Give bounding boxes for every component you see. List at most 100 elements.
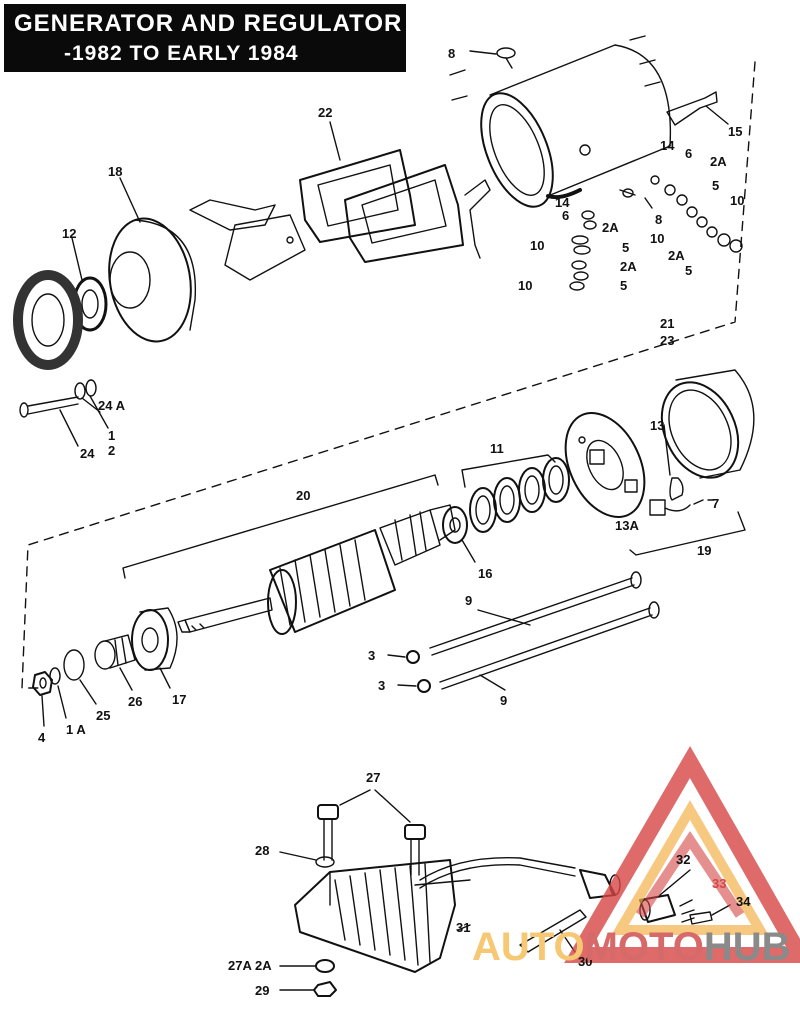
small-hardware-part [569,175,743,291]
dash-mark [644,81,661,87]
callout-3-lower: 3 [378,678,385,693]
title-line-1: GENERATOR AND REGULATOR [14,10,403,37]
callout-2: 2 [108,443,115,458]
callout-10-left: 10 [530,238,544,253]
dash-mark [449,69,466,76]
washer-3-part [406,650,420,664]
gasket-part [13,270,83,370]
callout-27: 27 [366,770,380,785]
watermark-part-auto: AUTO [472,925,585,969]
brush-holder-plate-part [564,412,646,518]
washer-3-part [417,679,431,693]
callout-34: 34 [736,894,751,909]
callout-2A-right-b: 2A [668,248,685,263]
callout-5-right-b: 5 [685,263,692,278]
callout-14-left: 14 [555,195,570,210]
callout-30: 30 [578,954,592,969]
callout-1A: 1 A [66,722,86,737]
frame-screw-part [469,47,516,69]
generator-frame-part [480,44,672,208]
terminal-clip-part [666,91,718,126]
callout-20: 20 [296,488,310,503]
callout-4: 4 [38,730,46,745]
callout-10-mid: 10 [650,231,664,246]
pole-shoes-part [189,199,306,281]
through-bolt-9-part [429,571,660,691]
armature-part [177,504,456,635]
callout-19: 19 [697,543,711,558]
bracket-20 [122,474,439,579]
callout-2A-left: 2A [602,220,619,235]
callout-2A-right: 2A [710,154,727,169]
watermark-part-hub: HUB [703,925,791,969]
spacer-rings-part [469,457,570,533]
watermark-part-moto: MOTO [584,925,704,969]
callout-6-right: 6 [685,146,692,161]
callout-16: 16 [478,566,492,581]
regulator-part [294,856,576,973]
commutator-end-cover-part [108,177,197,343]
callout-33: 33 [712,876,726,891]
bracket-11 [461,454,556,488]
connector-plug-part [579,869,691,899]
callout-5-left-c: 5 [620,278,627,293]
cover-band-part [660,369,755,479]
nut-part [32,671,53,727]
drive-gear-part [94,634,136,691]
callout-10-lower: 10 [518,278,532,293]
callout-23: 23 [660,333,674,348]
washer-part [85,379,97,397]
dash-mark [639,59,656,65]
thrust-washer-part [63,649,85,681]
callout-9-upper: 9 [465,593,472,608]
ring-terminal-part [519,909,587,953]
callout-18: 18 [108,164,122,179]
callout-22: 22 [318,105,332,120]
callout-6-left: 6 [562,208,569,223]
hex-nut-part [313,981,337,997]
flat-washer-part [315,959,335,973]
callout-5-right: 5 [712,178,719,193]
dash-mark [451,95,468,101]
callout-5-left-a: 5 [622,240,629,255]
callout-31: 31 [456,920,470,935]
field-coils-part [299,121,491,263]
callout-8-mid: 8 [655,212,662,227]
callout-28: 28 [255,843,269,858]
terminal-part [689,911,713,925]
callout-1: 1 [108,428,115,443]
callout-13: 13 [650,418,664,433]
brush-part [649,424,715,516]
callout-17: 17 [172,692,186,707]
callout-10-right: 10 [730,193,744,208]
callout-29: 29 [255,983,269,998]
callout-7: 7 [712,496,719,511]
callout-2A-left-b: 2A [620,259,637,274]
through-bolt-part [19,396,79,447]
mounting-bolt-part [317,789,426,876]
washer-part [74,382,86,400]
callout-3-upper: 3 [368,648,375,663]
callout-32: 32 [676,852,690,867]
callout-12: 12 [62,226,76,241]
bracket-19 [629,511,746,556]
title-banner: GENERATOR AND REGULATOR -1982 TO EARLY 1… [4,4,406,72]
watermark-text: AUTOMOTOHUB [472,925,791,970]
callout-24: 24 [80,446,95,461]
title-line-2: -1982 TO EARLY 1984 [64,42,299,65]
callout-26: 26 [128,694,142,709]
watermark-logo [564,745,800,963]
callout-25: 25 [96,708,110,723]
callout-27A-2A: 27A 2A [228,958,272,973]
callout-13A: 13A [615,518,639,533]
callout-21: 21 [660,316,674,331]
callout-14-right: 14 [660,138,675,153]
drive-end-bearing-part [131,607,178,689]
callout-11: 11 [490,441,504,456]
lock-washer-part [49,667,61,685]
callout-24A: 24 A [98,398,126,413]
bushing-part [442,506,476,563]
callout-9-lower: 9 [500,693,507,708]
